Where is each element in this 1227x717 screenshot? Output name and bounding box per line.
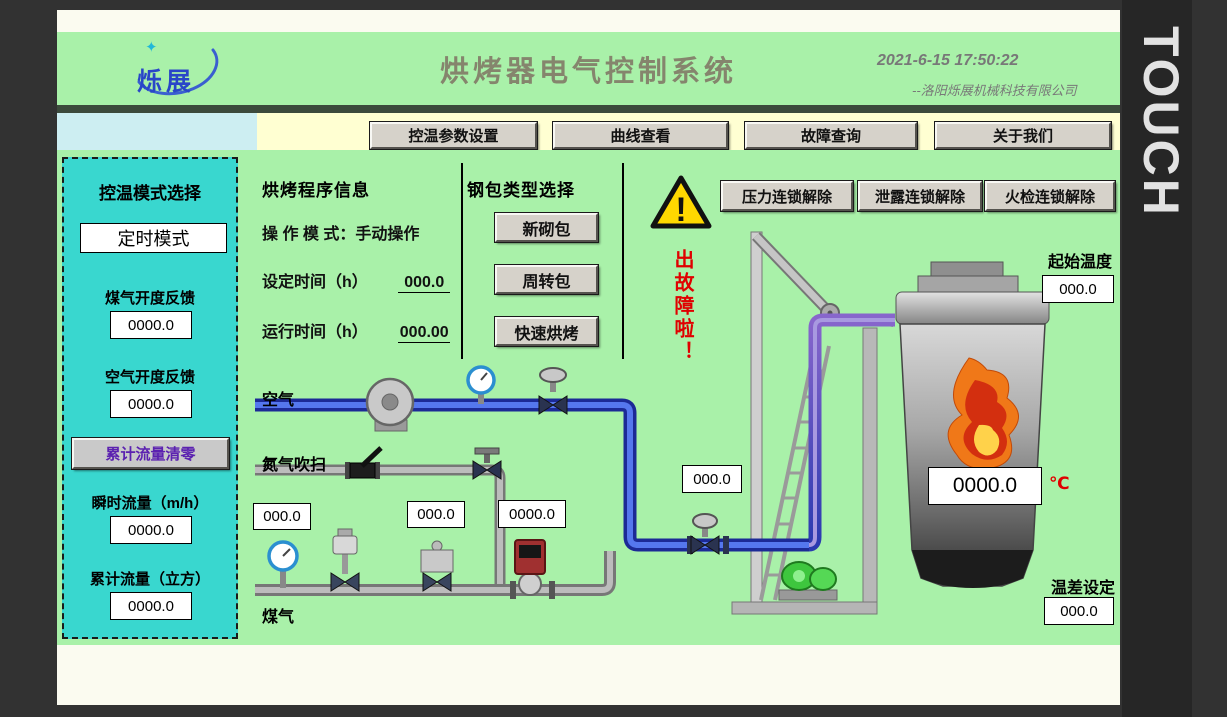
control-mode-select[interactable]: 定时模式 — [80, 223, 227, 253]
ladle-type-fast-bake-button[interactable]: 快速烘烤 — [494, 316, 599, 347]
program-info-title: 烘烤程序信息 — [262, 181, 370, 200]
gas-feedback-label: 煤气开度反馈 — [104, 290, 195, 307]
bezel-right — [1122, 0, 1192, 717]
fault-alarm-text: 出故障啦！ — [671, 248, 693, 364]
ladle-type-title: 钢包类型选择 — [467, 181, 575, 200]
nav-button-temp-params[interactable]: 控温参数设置 — [369, 121, 538, 150]
hmi-screen: ✦ 烁展 烘烤器电气控制系统 2021-6-15 17:50:22 --洛阳烁展… — [57, 10, 1120, 705]
set-time-label: 设定时间（h） — [262, 274, 368, 291]
run-time-value: 000.00 — [398, 324, 451, 343]
company-name: --洛阳烁展机械科技有限公司 — [912, 83, 1077, 98]
air-feedback-label: 空气开度反馈 — [104, 369, 195, 386]
sparkle-icon: ✦ — [145, 39, 158, 56]
ladle-type-new-button[interactable]: 新砌包 — [494, 212, 599, 243]
air-feedback-value: 0000.0 — [110, 390, 192, 418]
nav-strip-left-accent — [57, 113, 257, 150]
air-line-valve-value: 000.0 — [682, 465, 742, 493]
nitrogen-pipe-label: 氮气吹扫 — [262, 457, 327, 474]
logo-text: 烁展 — [137, 68, 196, 96]
header-divider — [57, 105, 1120, 113]
control-mode-panel: 控温模式选择 定时模式 煤气开度反馈 0000.0 空气开度反馈 0000.0 … — [62, 157, 238, 639]
gas-flowmeter-value: 0000.0 — [498, 500, 566, 528]
control-mode-title: 控温模式选择 — [99, 184, 201, 203]
operation-mode-value: 手动操作 — [355, 226, 420, 243]
nav-button-curve-view[interactable]: 曲线查看 — [552, 121, 729, 150]
gas-ctrl-valve-value: 000.0 — [253, 503, 311, 530]
air-pipe-label: 空气 — [262, 392, 295, 409]
temp-diff-value[interactable]: 000.0 — [1044, 597, 1114, 625]
ladle-temp-value: 0000.0 — [928, 467, 1042, 505]
gas-shutoff-valve-value: 000.0 — [407, 501, 465, 528]
pressure-interlock-release-button[interactable]: 压力连锁解除 — [720, 180, 854, 212]
start-temp-label: 起始温度 — [1047, 254, 1112, 271]
gas-pipe-label: 煤气 — [262, 609, 295, 626]
operation-mode-label: 操 作 模 式： — [262, 226, 356, 243]
leak-interlock-release-button[interactable]: 泄露连锁解除 — [857, 180, 983, 212]
company-logo: ✦ 烁展 — [105, 36, 255, 100]
ladle-type-turnover-button[interactable]: 周转包 — [494, 264, 599, 295]
nav-button-about-us[interactable]: 关于我们 — [934, 121, 1112, 150]
header: ✦ 烁展 烘烤器电气控制系统 2021-6-15 17:50:22 --洛阳烁展… — [57, 32, 1120, 105]
total-flow-label: 累计流量（立方） — [89, 571, 210, 588]
run-time-label: 运行时间（h） — [262, 324, 368, 341]
instant-flow-value: 0000.0 — [110, 516, 192, 544]
warning-mark: ! — [675, 191, 686, 229]
total-flow-value: 0000.0 — [110, 592, 192, 620]
bezel-touch-label: TOUCH — [1133, 26, 1189, 218]
warning-triangle-icon: ! — [649, 174, 713, 232]
datetime-display: 2021-6-15 17:50:22 — [877, 52, 1019, 69]
nav-button-fault-query[interactable]: 故障查询 — [744, 121, 918, 150]
start-temp-value[interactable]: 000.0 — [1042, 275, 1114, 303]
reset-total-flow-button[interactable]: 累计流量清零 — [71, 437, 230, 470]
section-divider — [622, 163, 624, 359]
section-divider — [461, 163, 463, 359]
set-time-value[interactable]: 000.0 — [398, 274, 451, 293]
temp-diff-label: 温差设定 — [1050, 580, 1115, 597]
gas-feedback-value: 0000.0 — [110, 311, 192, 339]
celsius-unit: ℃ — [1049, 474, 1070, 493]
instant-flow-label: 瞬时流量（m/h） — [91, 495, 209, 512]
flame-check-interlock-release-button[interactable]: 火检连锁解除 — [984, 180, 1116, 212]
page-title: 烘烤器电气控制系统 — [439, 56, 737, 88]
logo-swoosh-icon — [137, 48, 219, 96]
